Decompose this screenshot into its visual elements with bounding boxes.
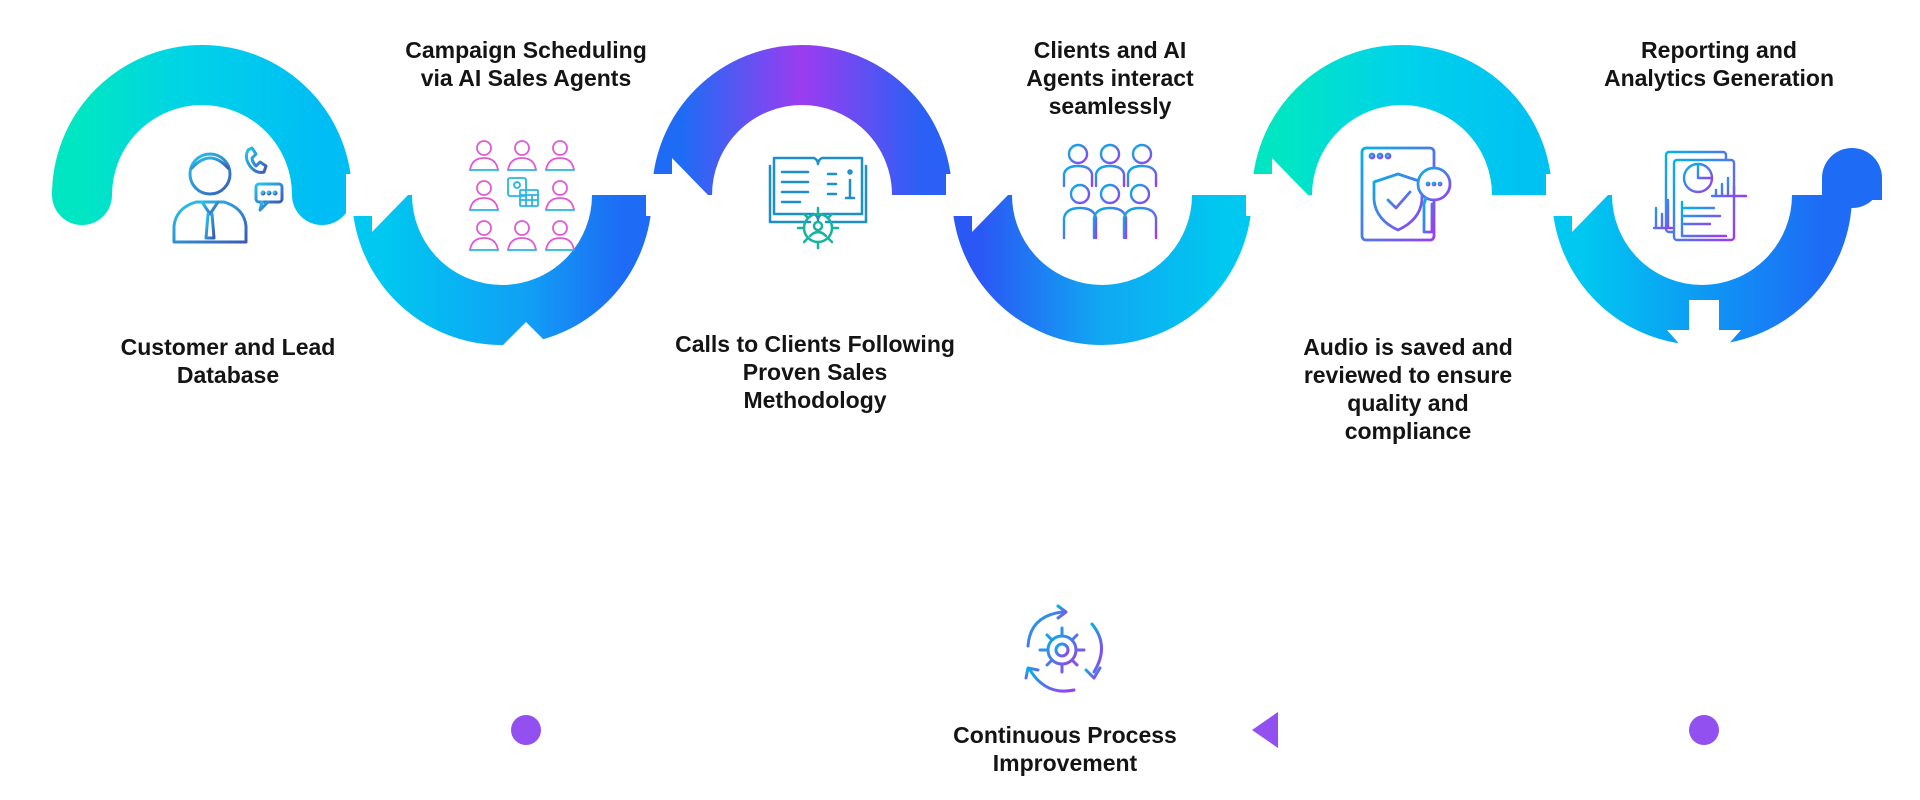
feedback-loop xyxy=(511,388,1719,748)
step-label-line: Agents interact xyxy=(1026,65,1194,91)
step-label-line: Improvement xyxy=(992,750,1138,776)
feedback-dot-left xyxy=(511,715,541,745)
shield-magnifier-icon xyxy=(1360,146,1452,242)
step-label-line: Calls to Clients Following xyxy=(675,331,955,357)
arrow-right-3 xyxy=(946,158,1008,232)
cycle-gear-icon xyxy=(1024,604,1103,693)
step-label-line: Customer and Lead xyxy=(120,334,336,360)
step-label-line: compliance xyxy=(1344,418,1472,444)
arrow-right-5 xyxy=(1546,158,1608,232)
step-label-line: Database xyxy=(176,362,280,388)
step-label-line: seamlessly xyxy=(1048,93,1172,119)
wave-arc-3 xyxy=(652,45,952,196)
arrow-right-1 xyxy=(346,158,408,232)
step-label-line: via AI Sales Agents xyxy=(420,65,632,91)
arrow-up-entry xyxy=(490,322,562,388)
step-label-line: Clients and AI xyxy=(1033,37,1187,63)
step-label-line: Analytics Generation xyxy=(1603,65,1835,91)
arrow-down-exit xyxy=(1667,300,1741,372)
agent-with-phone-icon xyxy=(172,146,284,244)
wave-arc-4 xyxy=(952,194,1252,345)
wave-end-round xyxy=(1822,148,1882,208)
step-label-line: Campaign Scheduling xyxy=(405,37,647,63)
step-label-line: reviewed to ensure xyxy=(1303,362,1513,388)
group-of-people-icon xyxy=(1060,143,1160,240)
step-label-line: Proven Sales xyxy=(742,359,888,385)
step-label-line: Continuous Process xyxy=(953,722,1177,748)
wave-arc-1 xyxy=(52,45,352,225)
step-label-calls: Calls to Clients Following Proven Sales … xyxy=(660,330,970,414)
arrow-right-2 xyxy=(646,158,708,232)
step-label-reporting: Reporting and Analytics Generation xyxy=(1574,36,1864,92)
arrow-right-4 xyxy=(1246,158,1308,232)
step-label-improvement: Continuous Process Improvement xyxy=(920,721,1210,777)
step-label-line: Methodology xyxy=(743,387,887,413)
feedback-arrowhead-left xyxy=(1252,712,1278,748)
wave-arc-5 xyxy=(1252,45,1552,196)
step-label-interact: Clients and AI Agents interact seamlessl… xyxy=(980,36,1240,120)
step-label-line: Reporting and xyxy=(1641,37,1797,63)
step-label-scheduling: Campaign Scheduling via AI Sales Agents xyxy=(376,36,676,92)
wave-arc-2 xyxy=(352,194,652,345)
step-label-line: Audio is saved and xyxy=(1303,334,1513,360)
report-chart-icon xyxy=(1652,150,1748,242)
step-label-database: Customer and Lead Database xyxy=(88,333,368,389)
agents-grid-calendar-icon xyxy=(469,140,575,251)
step-label-audio: Audio is saved and reviewed to ensure qu… xyxy=(1268,333,1548,445)
flow-arrows xyxy=(346,158,1741,388)
book-gear-icon xyxy=(768,156,868,250)
step-label-line: quality and xyxy=(1347,390,1469,416)
feedback-dot-right xyxy=(1689,715,1719,745)
